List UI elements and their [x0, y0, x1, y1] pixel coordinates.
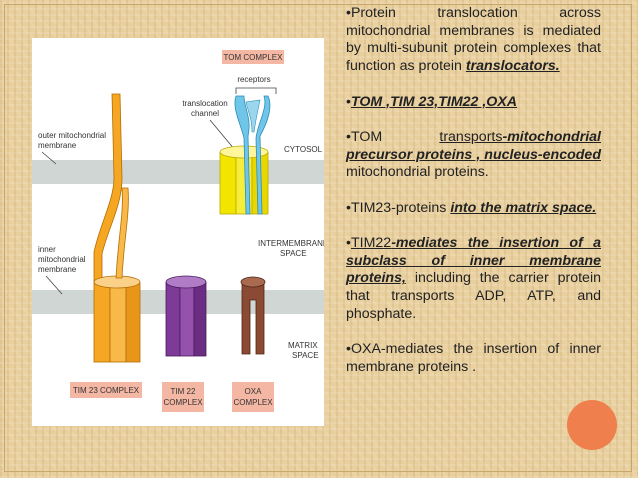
translocation-label-1: translocation	[182, 99, 227, 108]
bullet-1: •Protein translocation across mitochondr…	[346, 5, 601, 75]
tim23-label: TIM 23 COMPLEX	[73, 386, 140, 395]
cytosol-label: CYTOSOL	[284, 145, 323, 154]
inner-membrane-pointer	[45, 275, 63, 295]
bullet-2: •TOM ,TIM 23,TIM22 ,OXA	[346, 93, 518, 110]
bullet-5: •TIM22-mediates the insertion of a subcl…	[346, 235, 601, 322]
outer-membrane-label-2: membrane	[38, 141, 77, 150]
inner-membrane-label-1: inner	[38, 245, 56, 254]
outer-membrane-band	[32, 160, 324, 184]
oxa-label-2: COMPLEX	[233, 398, 273, 407]
intermembrane-label-1: INTERMEMBRANE	[258, 239, 324, 248]
receptors-bracket	[235, 87, 277, 94]
mitochondrial-translocator-diagram: TOM COMPLEX receptors translocation chan…	[32, 38, 324, 426]
matrix-label-1: MATRIX	[288, 341, 318, 350]
inner-membrane-label-2: mitochondrial	[38, 255, 86, 264]
translocation-label-2: channel	[191, 109, 219, 118]
tom-complex-shape	[219, 95, 271, 215]
outer-membrane-pointer	[41, 151, 57, 165]
tim23-box	[70, 382, 142, 398]
tim22-box	[162, 382, 204, 412]
outer-membrane-label-1: outer mitochondrial	[38, 131, 106, 140]
bullet-3: •TOM transports-mitochondrial precursor …	[346, 128, 601, 181]
tim23-complex-shape	[93, 93, 141, 363]
tim22-label-1: TIM 22	[171, 387, 196, 396]
oxa-complex-shape	[240, 276, 266, 355]
receptors-label: receptors	[237, 75, 270, 84]
intermembrane-label-2: SPACE	[280, 249, 307, 258]
bullet-4: •TIM23-proteins into the matrix space.	[346, 199, 597, 216]
oxa-label-1: OXA	[245, 387, 263, 396]
oxa-box	[232, 382, 274, 412]
tom-complex-box	[222, 50, 284, 64]
bullet-6: •OXA-mediates the insertion of inner mem…	[346, 341, 601, 375]
bullet-list: •Protein translocation across mitochondr…	[346, 5, 601, 394]
tom-complex-label: TOM COMPLEX	[224, 53, 284, 62]
inner-membrane-label-3: membrane	[38, 265, 77, 274]
tim22-label-2: COMPLEX	[163, 398, 203, 407]
matrix-label-2: SPACE	[292, 351, 319, 360]
diagram-canvas: TOM COMPLEX receptors translocation chan…	[32, 50, 324, 412]
decorative-circle	[567, 400, 617, 450]
tim22-complex-shape	[165, 275, 207, 357]
